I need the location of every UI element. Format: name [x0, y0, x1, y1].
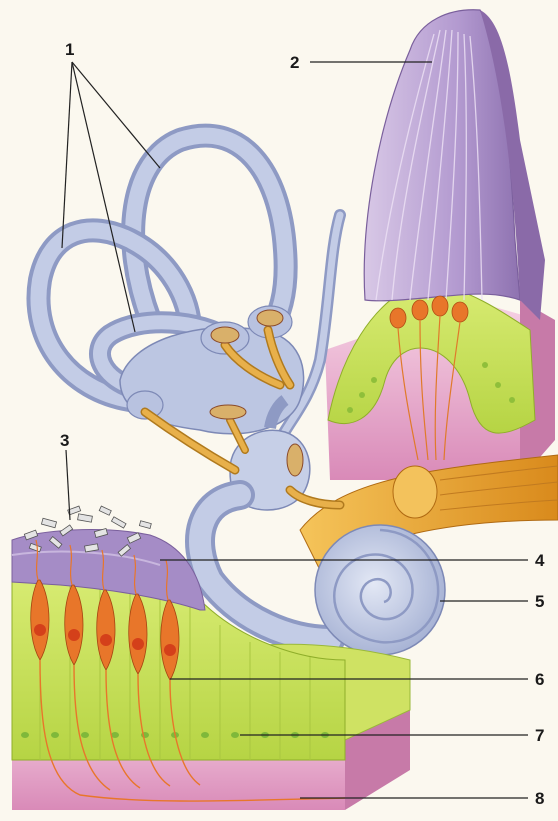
crista-ampullaris	[325, 10, 555, 480]
label-3: 3	[60, 431, 69, 450]
label-1: 1	[65, 40, 74, 59]
leader-1c	[72, 62, 160, 168]
label-4: 4	[535, 551, 545, 570]
label-5: 5	[535, 592, 544, 611]
label-8: 8	[535, 789, 544, 808]
leader-3	[66, 450, 70, 520]
leader-1a	[62, 62, 72, 248]
label-6: 6	[535, 670, 544, 689]
label-2: 2	[290, 53, 299, 72]
label-7: 7	[535, 726, 544, 745]
